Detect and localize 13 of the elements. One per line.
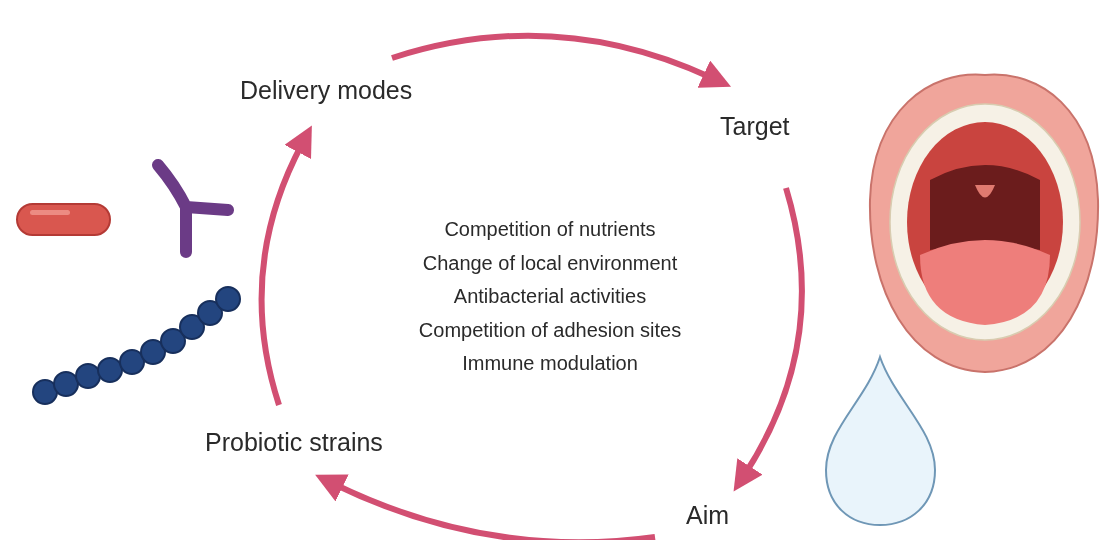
mechanism-text: Immune modulation [461,351,639,376]
mechanism-text: Competition of nutrients [443,217,657,242]
cycle-arrow [391,32,732,89]
stage-label: Delivery modes [240,75,413,105]
cycle-arrow [734,187,805,492]
stage-label: Target [720,111,790,141]
cycle-arrow [314,474,656,540]
stage-label: Probiotic strains [205,427,383,457]
mechanism-text: Change of local environment [421,250,679,276]
mechanism-text: Competition of adhesion sites [417,317,683,343]
stage-label: Aim [686,500,730,530]
cycle-arrow [258,125,312,406]
mechanism-text: Antibacterial activities [452,284,648,309]
